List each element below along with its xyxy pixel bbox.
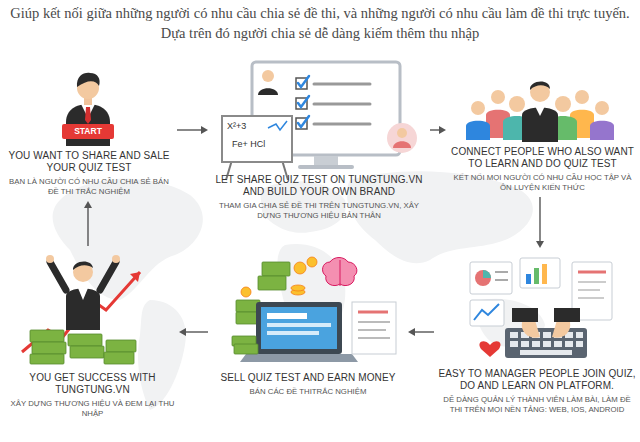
step-subtitle: BẠN LÀ NGƯỜI CÓ NHU CẦU CHIA SẺ BÁN ĐỀ T… — [5, 177, 173, 197]
step-subtitle: THAM GIA CHIA SẺ ĐỀ THI TRÊN TUNGTUNG.VN… — [212, 201, 426, 221]
flow-arrow — [430, 126, 446, 134]
flow-arrow — [84, 201, 92, 246]
step-subtitle: KẾT NỐI MỌI NGƯỜI CÓ NHU CẦU HỌC TẬP VÀ … — [450, 173, 635, 193]
step-node: SELL QUIZ TEST AND EARN MONEY BÁN CÁC ĐỀ … — [212, 250, 404, 397]
step-node: CONNECT PEOPLE WHO ALSO WANT TO LEARN AN… — [450, 74, 635, 193]
step-heading: CONNECT PEOPLE WHO ALSO WANT TO LEARN AN… — [450, 146, 635, 170]
formula-text: X²+3 — [227, 121, 246, 132]
step-subtitle: BÁN CÁC ĐỀ THITRẮC NGHIỆM — [212, 387, 404, 397]
step-heading: EASY TO MANAGER PEOPLE JOIN QUIZ, DO AND… — [438, 368, 636, 392]
step-subtitle: XÂY DỰNG THƯƠNG HIỆU VÀ ĐEM LẠI THU NHẬP — [10, 399, 175, 419]
start-sign-text: START — [74, 126, 102, 137]
flow-arrow — [408, 328, 434, 336]
formula-text: Fe+ HCl — [232, 139, 265, 150]
step-heading: SELL QUIZ TEST AND EARN MONEY — [212, 372, 404, 384]
flow-arrow — [536, 197, 544, 248]
step-heading: LET SHARE QUIZ TEST ON TUNGTUNG.VN AND B… — [212, 174, 426, 198]
step-subtitle: DỄ DÀNG QUẢN LÝ THÀNH VIÊN LÀM BÀI, LÀM … — [438, 395, 636, 415]
step-heading: YOU GET SUCCESS WITH TUNGTUNG.VN — [10, 372, 175, 396]
step-node: YOU GET SUCCESS WITH TUNGTUNG.VN XÂY DỰNG… — [10, 250, 175, 419]
step-node: EASY TO MANAGER PEOPLE JOIN QUIZ, DO AND… — [438, 252, 636, 415]
step-heading: YOU WANT TO SHARE AND SALE YOUR QUIZ TES… — [5, 150, 173, 174]
flow-arrow — [179, 328, 208, 336]
flow-arrow — [177, 126, 208, 134]
title-text: Giúp kết nối giữa những người có nhu cầu… — [10, 3, 630, 43]
